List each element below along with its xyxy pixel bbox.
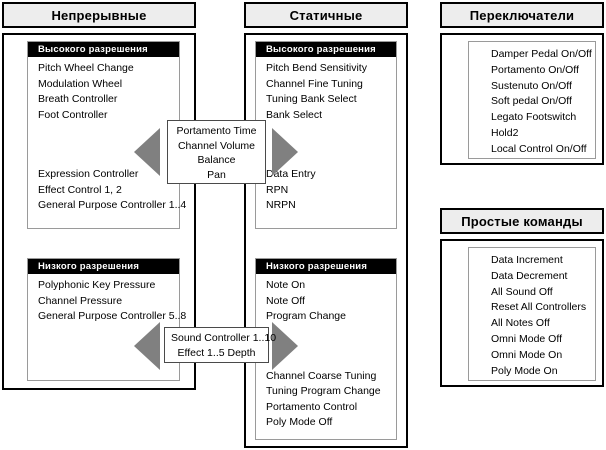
list-item: Expression Controller [38,168,139,180]
list-item: Modulation Wheel [38,77,123,90]
list-item: NRPN [266,199,296,211]
list-item: Tuning Program Change [266,385,381,397]
list-item: Poly Mode Off [266,416,333,428]
shared-item: Balance [197,154,236,166]
arrow-left-icon-high-res [134,128,160,176]
list-item: Channel Fine Tuning [266,77,363,90]
shared-item: Effect 1..5 Depth [177,346,256,359]
list-item: Damper Pedal On/Off [491,48,592,60]
shared-item: Sound Controller 1..10 [171,332,277,344]
arrow-left-icon-low-res [134,322,160,370]
shared-item: Pan [207,168,226,181]
list-item: Data Decrement [491,269,568,282]
list-item: Portamento On/Off [491,63,579,76]
list-item: Channel Pressure [38,294,123,307]
column-title-continuous-label: Непрерывные [51,7,147,23]
list-item: Pitch Wheel Change [38,62,134,74]
column-title-switches-label: Переключатели [469,7,575,23]
listbox-simple-commands: Data Increment Data Decrement All Sound … [468,247,596,381]
shared-item: Portamento Time [176,125,257,137]
column-title-continuous: Непрерывные [2,2,196,28]
list-item: Program Change [266,310,346,322]
column-title-static: Статичные [244,2,408,28]
list-item: Sustenuto On/Off [491,79,572,92]
list-item: Polyphonic Key Pressure [38,279,156,291]
list-item: All Sound Off [491,285,553,298]
shared-item: Channel Volume [177,139,256,152]
list-item: Hold2 [491,126,519,139]
list-item: Omni Mode On [491,348,563,361]
list-item: Poly Mode On [491,364,558,377]
listbox-body-continuous-low-res: Polyphonic Key Pressure Channel Pressure… [28,274,187,329]
listbox-header-continuous-low-res: Низкого разрешения [28,259,179,274]
list-item: General Purpose Controller 1..4 [38,199,187,211]
list-item: Breath Controller [38,93,118,105]
list-item: Portamento Control [266,400,358,413]
listbox-continuous-high-res: Высокого разрешения Pitch Wheel Change M… [27,41,187,229]
list-item: General Purpose Controller 5..8 [38,310,187,322]
list-item: Tuning Bank Select [266,93,357,105]
list-item: Bank Select [266,108,323,121]
list-item: Local Control On/Off [491,142,587,155]
list-item: Effect Control 1, 2 [38,183,122,196]
listbox-body-continuous-high-res: Pitch Wheel Change Modulation Wheel Brea… [28,57,187,218]
list-item: Note Off [266,294,305,307]
list-item: Note On [266,279,306,291]
listbox-header-static-low-res: Низкого разрешения [256,259,396,274]
listbox-switches: Damper Pedal On/Off Portamento On/Off Su… [468,41,596,159]
column-title-simple-commands: Простые команды [440,208,604,234]
list-item: RPN [266,183,289,196]
list-item: Foot Controller [38,108,108,121]
column-title-static-label: Статичные [289,7,363,23]
list-item: Reset All Controllers [491,301,587,314]
list-item: Data Increment [491,254,563,266]
arrow-right-icon-high-res [272,128,298,176]
listbox-body-static-high-res: Pitch Bend Sensitivity Channel Fine Tuni… [256,57,396,218]
column-title-simple-commands-label: Простые команды [461,213,583,229]
listbox-header-continuous-high-res: Высокого разрешения [28,42,179,57]
shared-box-low-res: Sound Controller 1..10 Effect 1..5 Depth [164,327,277,363]
list-item: Omni Mode Off [491,332,562,345]
list-item: Soft pedal On/Off [491,95,572,108]
list-item: Legato Footswitch [491,111,577,124]
listbox-body-static-low-res: Note On Note Off Program Change Channel … [256,274,396,435]
arrow-right-icon-low-res [272,322,298,370]
listbox-header-static-high-res: Высокого разрешения [256,42,396,57]
list-item: All Notes Off [491,317,550,330]
list-item: Channel Coarse Tuning [266,369,377,382]
listbox-static-high-res: Высокого разрешения Pitch Bend Sensitivi… [255,41,397,229]
list-item: Pitch Bend Sensitivity [266,62,367,74]
column-title-switches: Переключатели [440,2,604,28]
shared-box-high-res: Portamento Time Channel Volume Balance P… [167,120,266,184]
